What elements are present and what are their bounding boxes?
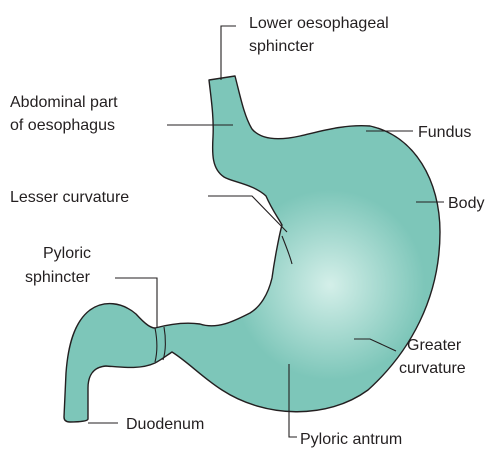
label-pyloric-sphincter: Pyloric sphincter (25, 245, 95, 286)
label-greater-curvature-line2: curvature (399, 360, 466, 377)
label-pyloric-sphincter-line1: Pyloric (43, 245, 91, 262)
label-abdominal-part-of-oesophagus: Abdominal part of oesophagus (10, 94, 122, 134)
label-pyloric-antrum: Pyloric antrum (300, 431, 402, 448)
label-duodenum: Duodenum (126, 416, 204, 433)
label-lesser-curvature: Lesser curvature (10, 189, 129, 206)
label-abdominal-part-line2: of oesophagus (10, 117, 115, 134)
label-lower-oesophageal-sphincter: Lower oesophageal sphincter (249, 15, 393, 55)
label-greater-curvature: Greater curvature (399, 337, 466, 377)
label-greater-curvature-line1: Greater (407, 337, 462, 354)
stomach-organ (64, 76, 440, 422)
label-lower-oesophageal-sphincter-line2: sphincter (249, 38, 315, 55)
leader-lower-oesophageal-sphincter (221, 26, 236, 80)
label-body: Body (448, 195, 484, 212)
label-abdominal-part-line1: Abdominal part (10, 94, 118, 111)
label-lower-oesophageal-sphincter-line1: Lower oesophageal (249, 15, 389, 32)
label-fundus: Fundus (418, 124, 471, 141)
label-pyloric-sphincter-line2: sphincter (25, 269, 91, 286)
